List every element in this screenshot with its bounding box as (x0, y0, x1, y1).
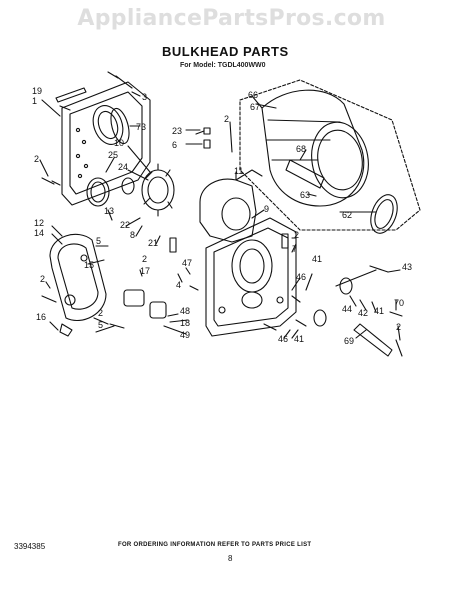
part-callout-3: 3 (142, 92, 147, 102)
baffle (285, 159, 325, 189)
air-duct-cover (61, 81, 151, 206)
drum-roller (123, 289, 145, 307)
part-callout-41: 41 (294, 334, 304, 344)
part-callout-41: 41 (374, 306, 384, 316)
part-callout-2: 2 (396, 322, 401, 332)
idler-roller (339, 277, 353, 295)
part-callout-47: 47 (182, 258, 192, 268)
drive-belt-assembly (49, 233, 107, 322)
part-callout-6: 6 (172, 140, 177, 150)
part-callout-1: 1 (32, 96, 37, 106)
part-callout-9: 9 (264, 204, 269, 214)
part-callout-46: 46 (296, 272, 306, 282)
drum (261, 89, 369, 207)
wheel-nut (121, 177, 135, 195)
part-callout-16: 16 (36, 312, 46, 322)
part-callout-2: 2 (142, 254, 147, 264)
part-callout-43: 43 (402, 262, 412, 272)
part-callout-2: 2 (40, 274, 45, 284)
roller-support (149, 301, 167, 319)
part-callout-68: 68 (296, 144, 306, 154)
seal-strip (55, 87, 87, 103)
page-number: 8 (228, 554, 233, 563)
model-subtitle: For Model: TGDL400WW0 (180, 62, 266, 69)
part-callout-24: 24 (118, 162, 128, 172)
part-callout-19: 19 (32, 86, 42, 96)
part-callout-70: 70 (394, 298, 404, 308)
blower-housing (199, 169, 263, 243)
part-callout-4: 4 (176, 280, 181, 290)
part-callout-42: 42 (358, 308, 368, 318)
part-callout-23: 23 (172, 126, 182, 136)
part-callout-15: 15 (84, 260, 94, 270)
idler-arm (353, 323, 393, 357)
part-callout-2: 2 (98, 308, 103, 318)
part-callout-2: 2 (224, 114, 229, 124)
drum-outline (239, 79, 421, 231)
part-callout-48: 48 (180, 306, 190, 316)
blower-wheel (141, 163, 175, 217)
part-callout-69: 69 (344, 336, 354, 346)
front-bulkhead (205, 217, 297, 337)
part-callout-10: 10 (114, 138, 124, 148)
part-callout-41: 41 (312, 254, 322, 264)
diagram-title: BULKHEAD PARTS (162, 44, 289, 59)
part-callout-73: 73 (136, 122, 146, 132)
part-callout-18: 18 (180, 318, 190, 328)
part-callout-17: 17 (140, 266, 150, 276)
drum-seal (370, 194, 398, 234)
part-callout-11: 11 (234, 166, 243, 176)
part-callout-62: 62 (342, 210, 352, 220)
screw (107, 71, 133, 89)
part-callout-46: 46 (278, 334, 288, 344)
part-callout-13: 13 (104, 206, 114, 216)
part-callout-14: 14 (34, 228, 44, 238)
part-callout-49: 49 (180, 330, 190, 340)
part-callout-67: 67 (250, 102, 260, 112)
part-callout-2: 2 (34, 154, 39, 164)
part-callout-7: 7 (292, 244, 297, 254)
ordering-notice: FOR ORDERING INFORMATION REFER TO PARTS … (118, 542, 312, 548)
document-number: 3394385 (14, 542, 46, 551)
part-callout-2: 2 (294, 230, 299, 240)
part-callout-8: 8 (130, 230, 135, 240)
seal-ring (86, 177, 110, 207)
part-callout-22: 22 (120, 220, 130, 230)
watermark: AppliancePartsPros.com (77, 6, 386, 31)
part-callout-63: 63 (300, 190, 310, 200)
part-callout-5: 5 (98, 320, 103, 330)
part-callout-5: 5 (96, 236, 101, 246)
part-callout-12: 12 (34, 218, 44, 228)
part-callout-21: 21 (148, 238, 158, 248)
part-callout-66: 66 (248, 90, 258, 100)
part-callout-44: 44 (342, 304, 352, 314)
part-callout-25: 25 (108, 150, 118, 160)
